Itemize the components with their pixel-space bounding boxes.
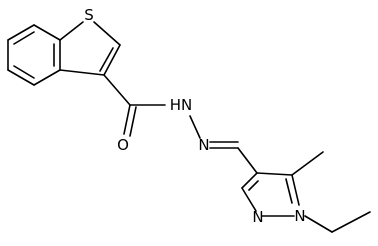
bond xyxy=(129,106,137,137)
bond xyxy=(291,174,300,206)
ethyl-bond xyxy=(304,215,333,233)
pyrazole-n1-label: N xyxy=(294,207,305,225)
oxygen-atom-label: O xyxy=(117,136,129,154)
substituents xyxy=(291,151,371,233)
thiophene-ring xyxy=(59,21,121,76)
bond xyxy=(103,44,121,76)
ethyl-bond xyxy=(331,211,371,233)
sulfur-atom-label: S xyxy=(84,6,94,24)
bond xyxy=(189,115,201,139)
bond xyxy=(285,178,293,204)
pyrazole-n2-label: N xyxy=(252,208,263,226)
methyl-bond xyxy=(291,151,324,176)
bond xyxy=(7,24,35,41)
bond xyxy=(237,147,258,174)
bond xyxy=(93,21,121,46)
bond xyxy=(13,31,35,45)
benzene-ring xyxy=(7,24,61,86)
pyrazole-ring xyxy=(241,172,300,217)
bond xyxy=(241,172,258,189)
bond xyxy=(13,65,35,79)
bond xyxy=(7,69,35,86)
bond xyxy=(103,74,131,106)
bond xyxy=(123,104,131,135)
hydrazide-nh-label: HN xyxy=(170,96,193,114)
bond xyxy=(248,180,259,191)
bond xyxy=(256,172,293,176)
bond xyxy=(33,69,61,86)
hydrazone-chain xyxy=(103,74,258,174)
bond xyxy=(33,24,61,41)
bond xyxy=(241,187,257,212)
imine-nitrogen-label: N xyxy=(198,136,209,154)
bond xyxy=(59,69,105,76)
bond xyxy=(59,21,84,41)
bond xyxy=(99,47,114,72)
